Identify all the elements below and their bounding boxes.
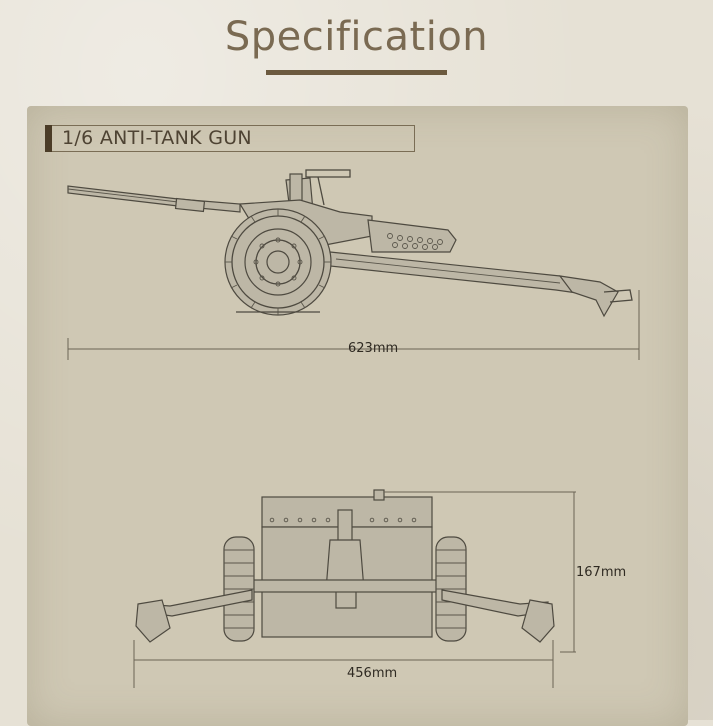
top-height-label: 167mm: [576, 565, 627, 580]
side-length-label: 623mm: [348, 341, 399, 356]
section-accent-bar: [45, 125, 52, 152]
top-width-label: 456mm: [347, 666, 398, 681]
title-underline: [266, 70, 447, 75]
top-view-drawing: [133, 489, 576, 688]
page-title: Specification: [224, 14, 489, 60]
section-title: 1/6 ANTI-TANK GUN: [62, 127, 252, 149]
side-view-drawing: [67, 169, 640, 360]
section-header: 1/6 ANTI-TANK GUN: [45, 125, 415, 152]
